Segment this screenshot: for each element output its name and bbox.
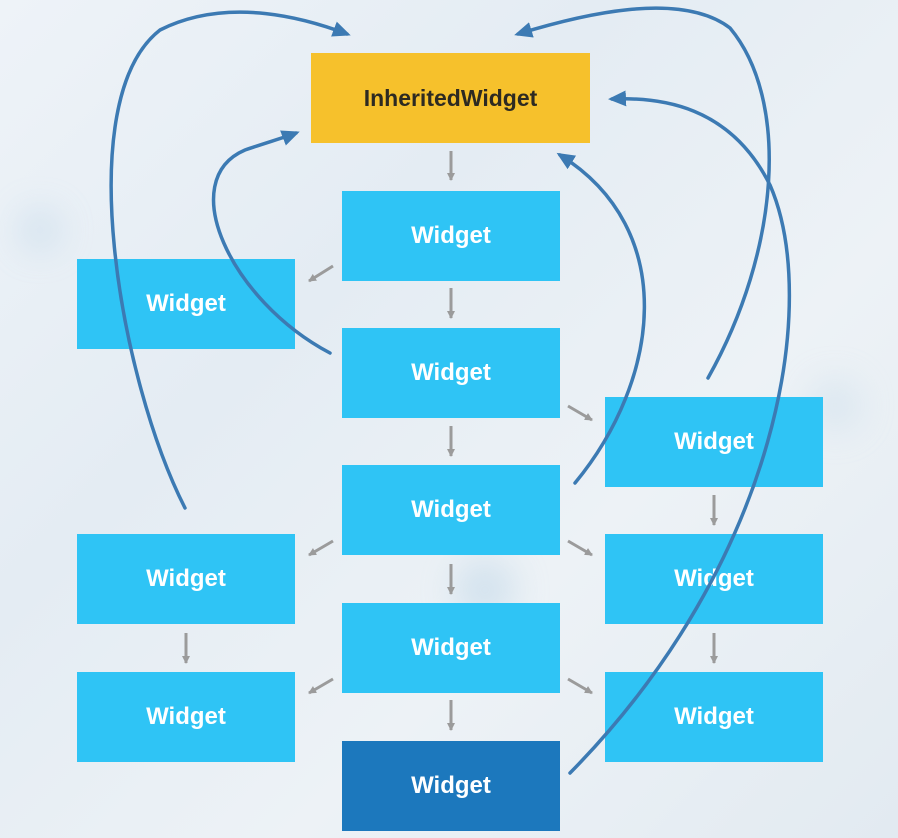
- tree-arrow: [308, 539, 334, 557]
- widget-node-left-3: Widget: [77, 672, 295, 762]
- widget-label: Widget: [674, 428, 754, 455]
- widget-node-target: Widget: [342, 741, 560, 831]
- widget-label: Widget: [146, 703, 226, 730]
- tree-arrow: [308, 264, 334, 283]
- inherited-widget-label: InheritedWidget: [363, 84, 538, 111]
- widget-label: Widget: [411, 222, 491, 249]
- widget-label: Widget: [411, 634, 491, 661]
- widget-label: Widget: [674, 703, 754, 730]
- widget-node-right-3: Widget: [605, 672, 823, 762]
- widget-label: Widget: [146, 290, 226, 317]
- widget-label: Widget: [674, 565, 754, 592]
- widget-node-center-3: Widget: [342, 465, 560, 555]
- tree-arrow: [308, 677, 334, 695]
- widget-label: Widget: [411, 359, 491, 386]
- widget-label: Widget: [411, 772, 491, 799]
- tree-arrow: [567, 539, 593, 557]
- background-blob: [20, 210, 60, 250]
- inherited-widget-node: InheritedWidget: [311, 53, 590, 143]
- tree-arrow: [567, 404, 593, 422]
- widget-node-center-2: Widget: [342, 328, 560, 418]
- widget-node-left-2: Widget: [77, 534, 295, 624]
- widget-node-center-1: Widget: [342, 191, 560, 281]
- widget-label: Widget: [146, 565, 226, 592]
- widget-node-right-2: Widget: [605, 534, 823, 624]
- widget-node-left-1: Widget: [77, 259, 295, 349]
- widget-node-center-4: Widget: [342, 603, 560, 693]
- tree-arrow: [567, 677, 593, 695]
- widget-node-right-1: Widget: [605, 397, 823, 487]
- widget-label: Widget: [411, 496, 491, 523]
